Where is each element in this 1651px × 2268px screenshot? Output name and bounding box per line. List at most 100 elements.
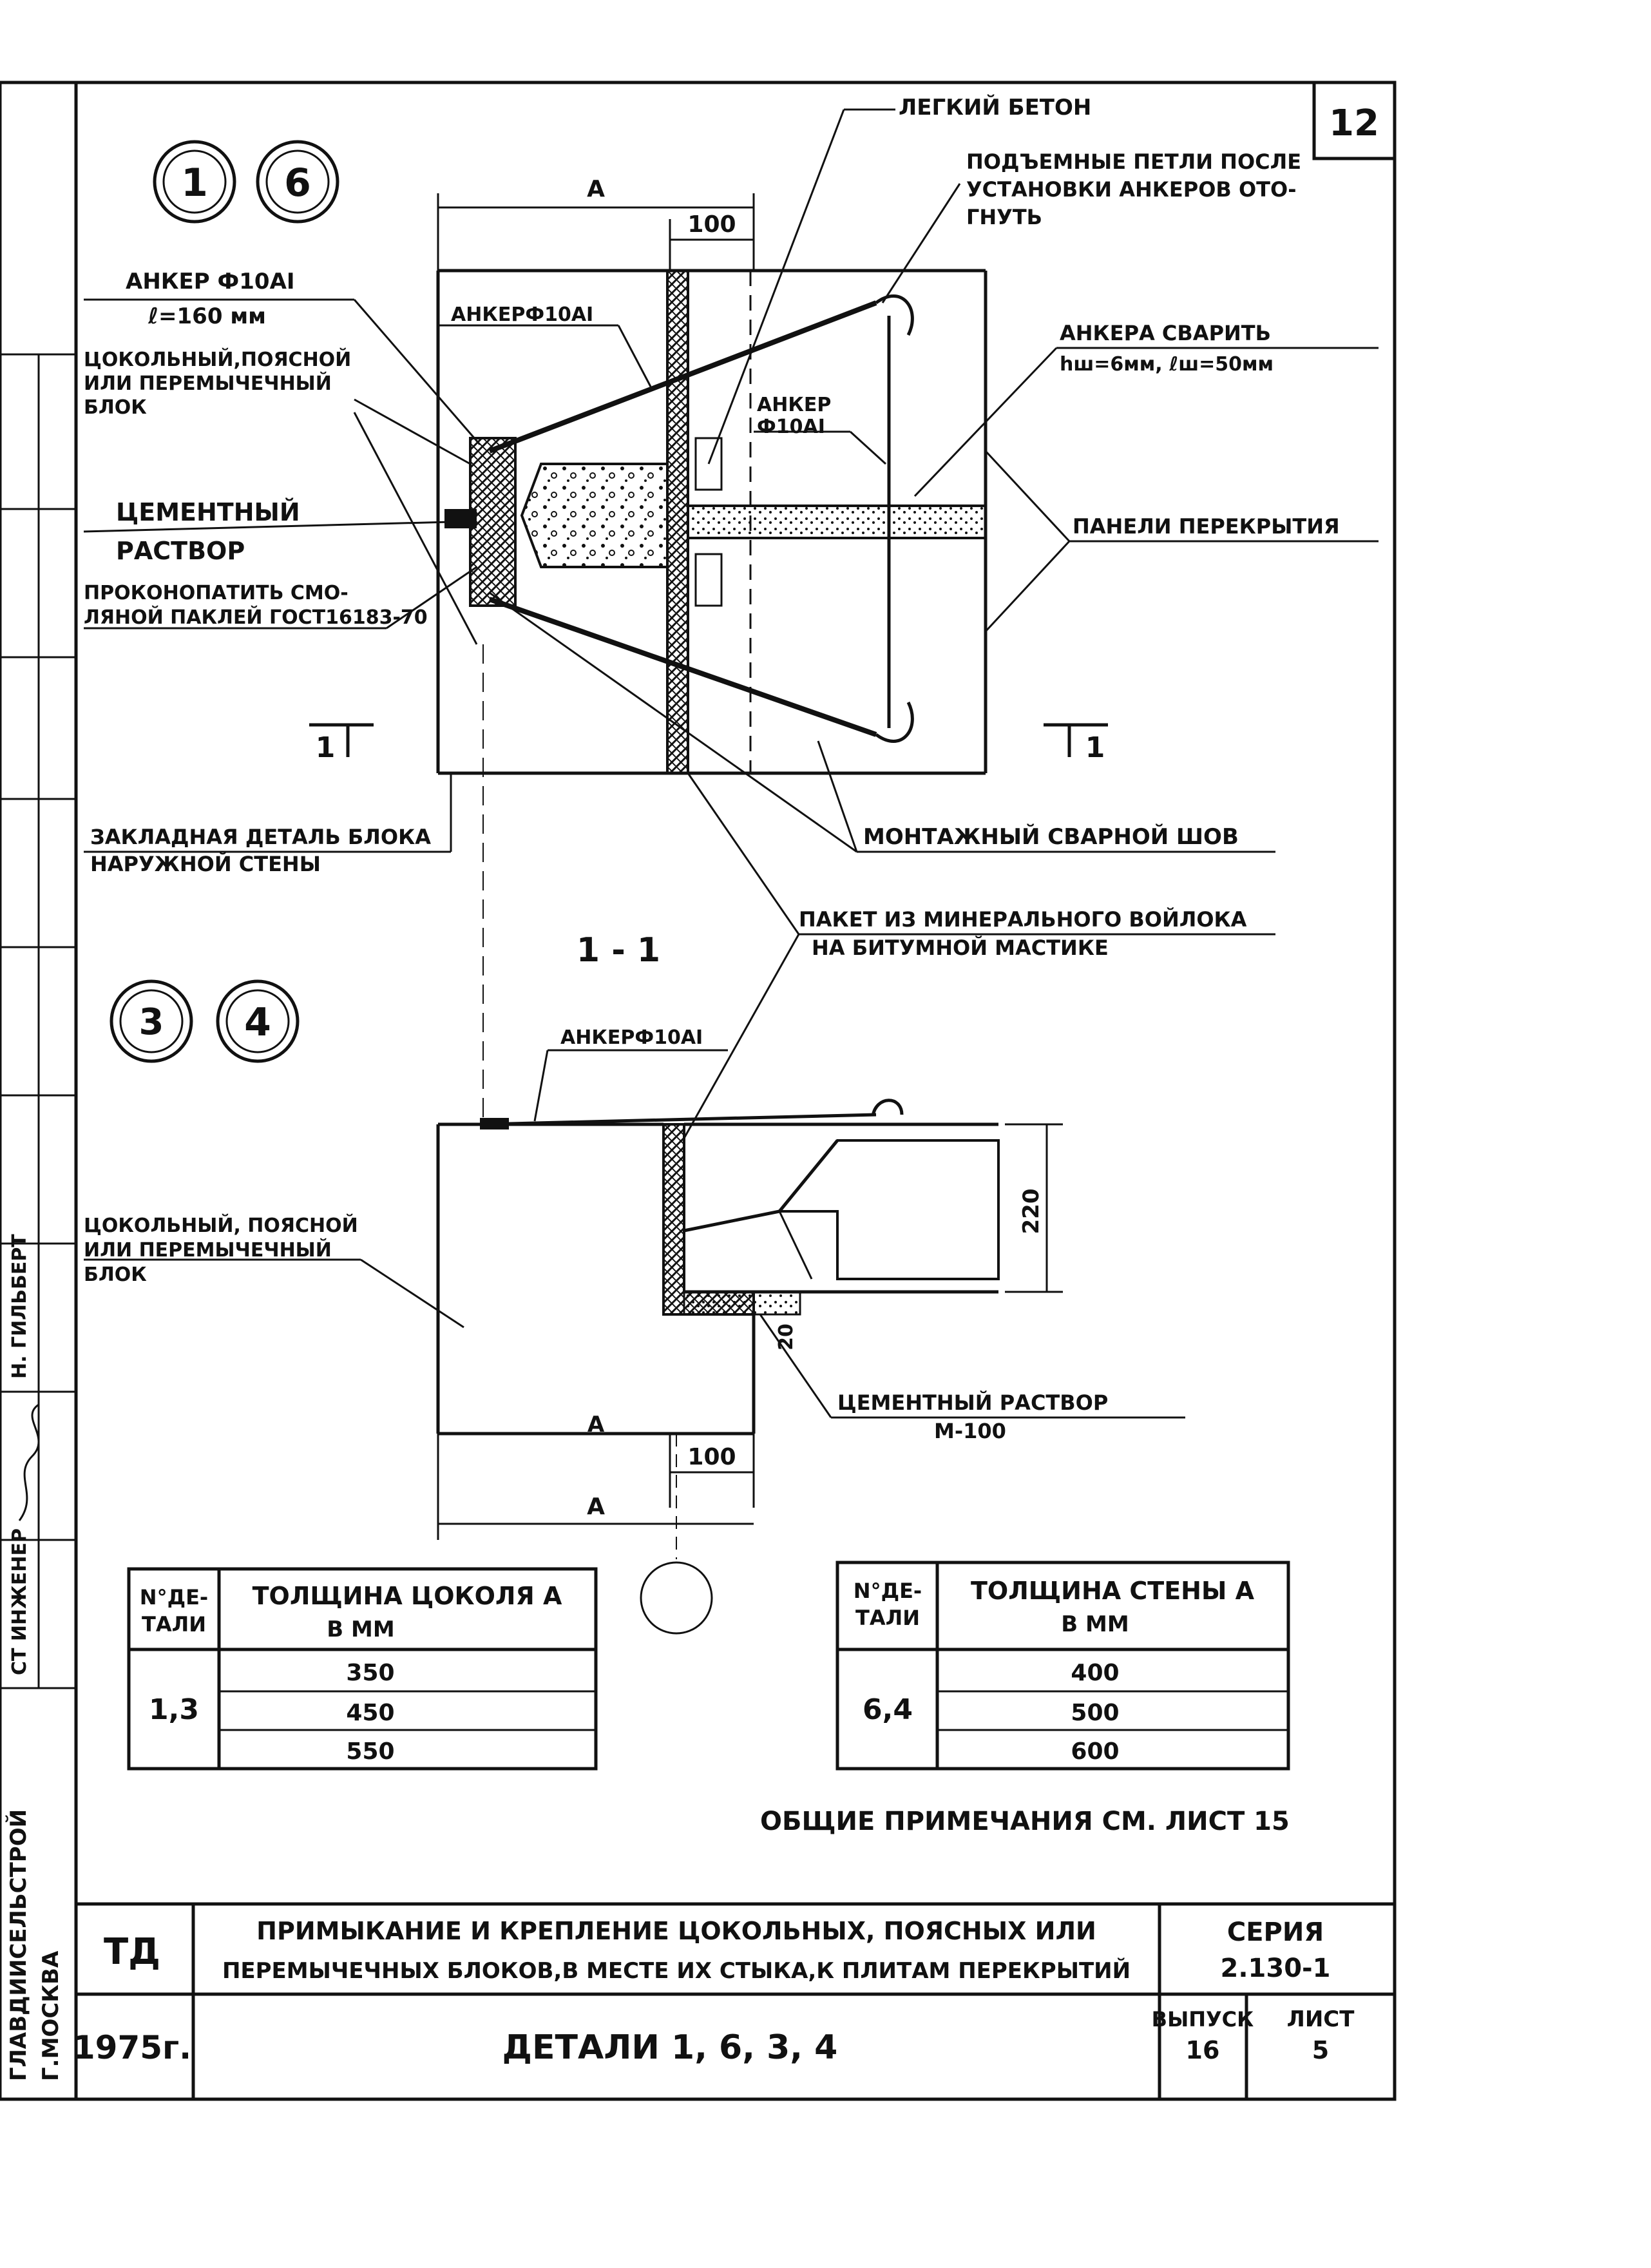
- org-name: ГЛАВДИИСЕЛЬСТРОЙ: [5, 1809, 32, 2081]
- label-embedded: ЗАКЛАДНАЯ ДЕТАЛЬ БЛОКА: [90, 825, 431, 849]
- detail-mark-circle: [162, 149, 227, 214]
- table-right-value: 600: [1071, 1738, 1119, 1765]
- leader: [533, 1050, 549, 1122]
- floor-panel: [687, 505, 987, 539]
- detail-mark-circle: [153, 140, 236, 224]
- org-city: Г.МОСКВА: [38, 1950, 64, 2081]
- label-anchor-mid: АНКЕРФ10АI: [451, 303, 593, 326]
- label-block-bottom: ИЛИ ПЕРЕМЫЧЕЧНЫЙ: [84, 1238, 332, 1262]
- title-line: ПЕРЕМЫЧЕЧНЫХ БЛОКОВ,В МЕСТЕ ИХ СТЫКА,К П…: [222, 1957, 1131, 1984]
- table-left-detail: 1,3: [149, 1693, 199, 1726]
- issue-label: ВЫПУСК: [1152, 2007, 1254, 2032]
- small-plate: [694, 437, 723, 491]
- detail-mark-circle: [119, 989, 184, 1053]
- label-packet: НА БИТУМНОЙ МАСТИКЕ: [812, 936, 1109, 960]
- label-anchor-right: Ф10АI: [757, 416, 825, 438]
- anchor-bar: [488, 300, 877, 454]
- issue-value: 16: [1186, 2036, 1220, 2064]
- label-caulk: ПРОКОНОПАТИТЬ СМО-: [84, 582, 348, 604]
- section-title: 1 - 1: [577, 931, 660, 970]
- leader: [817, 740, 858, 852]
- general-notes: ОБЩИЕ ПРИМЕЧАНИЯ СМ. ЛИСТ 15: [760, 1807, 1290, 1836]
- cement-joint: [444, 509, 477, 528]
- sheet-number: 12: [1329, 102, 1379, 144]
- label-embedded: НАРУЖНОЙ СТЕНЫ: [90, 852, 321, 876]
- table-left-value: 350: [346, 1660, 394, 1686]
- lift-loop: [875, 701, 914, 743]
- table-right: N°ДЕ- ТАЛИ ТОЛЩИНА СТЕНЫ А В ММ 6,4 400 …: [835, 1561, 1290, 1771]
- dim-A-inner: А: [587, 1412, 605, 1437]
- anchor-bar: [488, 597, 877, 737]
- table-right-detail: 6,4: [863, 1693, 913, 1726]
- leader: [354, 398, 471, 465]
- label-lift-loops: УСТАНОВКИ АНКЕРОВ ОТО-: [966, 177, 1296, 202]
- detail-mark-circle: [256, 140, 339, 224]
- sheet-value: 5: [1312, 2036, 1329, 2064]
- leader: [83, 521, 452, 533]
- label-caulk: ЛЯНОЙ ПАКЛЕЙ ГОСТ16183-70: [84, 606, 428, 629]
- title-line: ПРИМЫКАНИЕ И КРЕПЛЕНИЕ ЦОКОЛЬНЫХ, ПОЯСНЫ…: [256, 1917, 1096, 1945]
- leader: [984, 450, 1071, 543]
- leader: [489, 591, 857, 853]
- detail-mark: 4: [244, 1000, 271, 1045]
- small-plate: [694, 553, 723, 607]
- dim-100: 100: [687, 211, 736, 238]
- table-right-value: 500: [1071, 1700, 1119, 1726]
- series-value: 2.130-1: [1221, 1954, 1331, 1983]
- section-marker-label: 1: [1085, 731, 1105, 764]
- table-left-value: 450: [346, 1700, 394, 1726]
- title-year: 1975г.: [73, 2029, 191, 2066]
- signature: [18, 1403, 40, 1521]
- table-left-value: 550: [346, 1738, 394, 1765]
- label-floor-panels: ПАНЕЛИ ПЕРЕКРЫТИЯ: [1073, 514, 1340, 539]
- leader: [759, 1314, 832, 1418]
- dim-100-bottom: 100: [687, 1444, 736, 1470]
- table-right-header: В ММ: [1061, 1611, 1129, 1637]
- label-mount-weld: МОНТАЖНЫЙ СВАРНОЙ ШОВ: [863, 823, 1239, 850]
- label-block: ЦОКОЛЬНЫЙ,ПОЯСНОЙ: [84, 348, 351, 371]
- panel-profile: [776, 1139, 1000, 1280]
- table-right-header: ТАЛИ: [855, 1606, 920, 1630]
- leader: [617, 325, 652, 387]
- sheet-frame: [0, 81, 1397, 2101]
- label-cement: ЦЕМЕНТНЫЙ: [116, 498, 300, 526]
- leader: [353, 299, 481, 445]
- detail-mark-circle: [216, 979, 300, 1063]
- label-weld: АНКЕРА СВАРИТЬ: [1060, 321, 1271, 345]
- label-weld-size: hш=6мм, ℓш=50мм: [1060, 353, 1274, 376]
- dim-220: 220: [1018, 1189, 1044, 1235]
- reference-circle: [640, 1561, 713, 1635]
- detail-mark: 1: [181, 160, 208, 206]
- leader: [353, 412, 478, 645]
- dim-A: А: [587, 176, 605, 202]
- lift-loop: [871, 1099, 904, 1117]
- leader: [707, 109, 845, 465]
- label-cement-bottom: ЦЕМЕНТНЫЙ РАСТВОР: [837, 1390, 1108, 1415]
- label-block-bottom: ЦОКОЛЬНЫЙ, ПОЯСНОЙ: [84, 1214, 358, 1237]
- table-left: N°ДЕ- ТАЛИ ТОЛЩИНА ЦОКОЛЯ А В ММ 1,3 350…: [127, 1567, 598, 1771]
- series-label: СЕРИЯ: [1227, 1917, 1324, 1947]
- sheet-label: ЛИСТ: [1287, 2006, 1355, 2032]
- embedded-plate: [469, 437, 517, 607]
- table-right-header: ТОЛЩИНА СТЕНЫ А: [971, 1577, 1255, 1605]
- label-cement: РАСТВОР: [116, 537, 245, 565]
- leader: [386, 566, 477, 629]
- stamp-name: Н. ГИЛЬБЕРТ: [8, 1234, 31, 1379]
- panel-profile: [778, 1211, 813, 1280]
- light-concrete: [520, 463, 669, 568]
- label-lift-loops: ПОДЪЕМНЫЕ ПЕТЛИ ПОСЛЕ: [966, 149, 1301, 174]
- leader: [682, 934, 800, 1141]
- leader: [849, 430, 887, 465]
- table-left-header: ТАЛИ: [142, 1612, 206, 1637]
- leader: [687, 773, 800, 935]
- label-anchor: АНКЕР Ф10АI: [126, 269, 295, 294]
- table-right-header: N°ДЕ-: [854, 1579, 922, 1603]
- detail-mark-circle: [265, 149, 330, 214]
- table-left-header: ТОЛЩИНА ЦОКОЛЯ А: [253, 1582, 562, 1610]
- sheet-number-box: [1312, 81, 1397, 160]
- panel-profile: [683, 1209, 780, 1233]
- cement-bed: [683, 1291, 801, 1316]
- leader: [360, 1258, 464, 1329]
- panel-profile: [778, 1139, 839, 1213]
